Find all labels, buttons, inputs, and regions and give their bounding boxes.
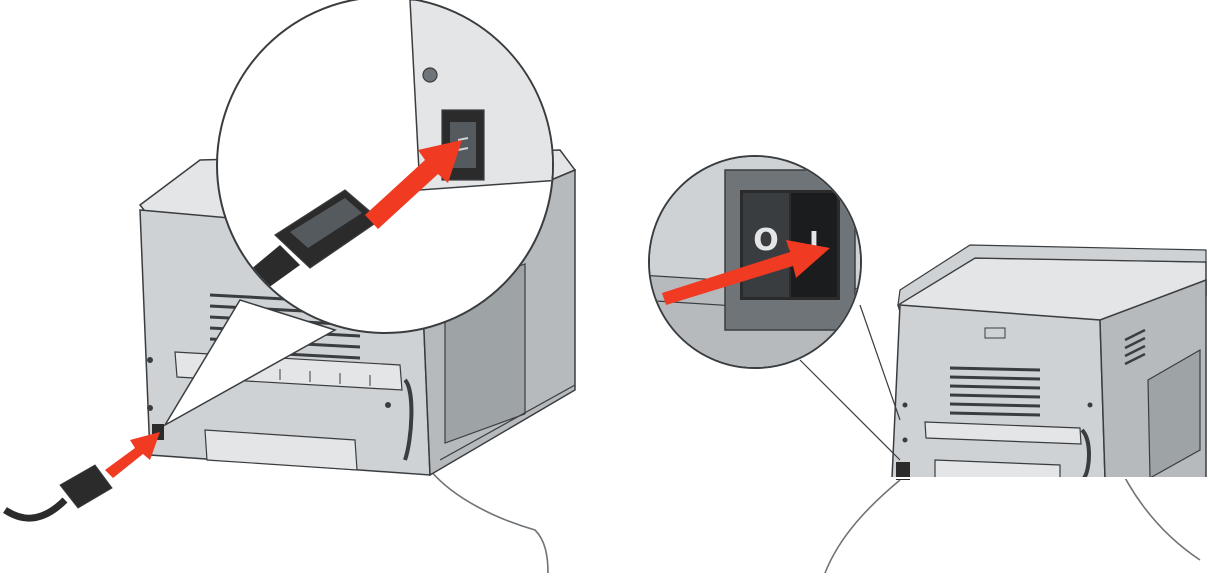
- switch-off-symbol: O: [753, 223, 779, 258]
- callout-line: [800, 360, 900, 460]
- power-switch-drawing: O I: [600, 0, 1214, 573]
- power-cable: [825, 480, 900, 573]
- plug-in-arrow-icon: [105, 432, 160, 478]
- callout-line: [860, 305, 900, 420]
- power-cord-connection-drawing: [0, 0, 600, 573]
- printer-rear-right: [892, 245, 1206, 480]
- power-cord-plug: [5, 465, 112, 518]
- power-switch-illustration: O I: [600, 0, 1214, 573]
- external-cable: [430, 470, 548, 573]
- power-cord-connection-illustration: [0, 0, 600, 573]
